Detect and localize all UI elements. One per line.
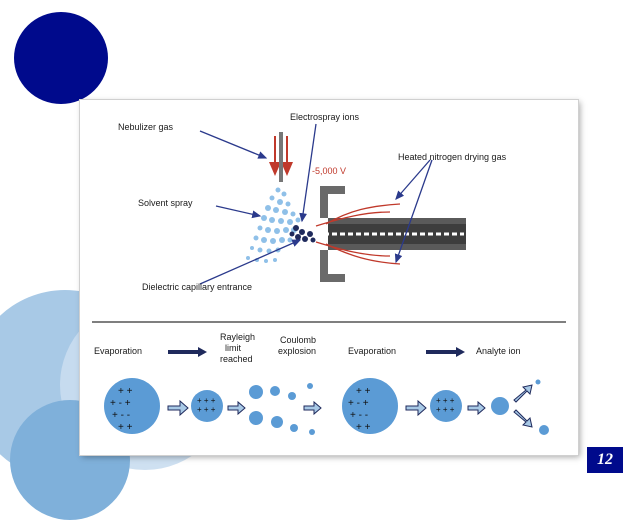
analyte-ion-label: Analyte ion	[476, 346, 521, 356]
label-pointers	[199, 123, 433, 285]
coulomb-droplets	[249, 383, 315, 435]
large-droplet-1: + + + - + + - - + +	[104, 378, 160, 434]
svg-text:+ + +: + + +	[197, 405, 216, 414]
drying-gas-flow	[315, 203, 401, 265]
page-number: 12	[587, 447, 623, 473]
evaporation-label-1: Evaporation	[94, 346, 142, 356]
analyte-ion-droplets	[535, 379, 549, 435]
rayleigh-label-line3: reached	[220, 354, 253, 364]
dielectric-capillary-label: Dielectric capillary entrance	[142, 282, 252, 292]
droplet-sequence: + + + - + + - - + + + + + + + + + + + - …	[104, 378, 549, 435]
coulomb-label-line2: explosion	[278, 346, 316, 356]
coulomb-label-line1: Coulomb	[280, 335, 316, 345]
electrospray-diagram-frame: Nebulizer gas Electrospray ions -5,000 V…	[80, 100, 578, 455]
evaporation-label-2: Evaporation	[348, 346, 396, 356]
svg-text:+ - -: + - -	[112, 410, 130, 421]
large-droplet-2: + + + - + + - - + +	[342, 378, 398, 434]
svg-text:+ - +: + - +	[110, 398, 131, 409]
small-droplet	[491, 397, 509, 415]
electrospray-diagram: Nebulizer gas Electrospray ions -5,000 V…	[92, 112, 566, 435]
rayleigh-label-line1: Rayleigh	[220, 332, 255, 342]
svg-text:+ +: + +	[356, 386, 371, 397]
medium-droplet-1: + + + + + +	[191, 390, 223, 422]
rayleigh-label-line2: limit	[225, 343, 241, 353]
svg-text:+ - -: + - -	[350, 410, 368, 421]
decorative-navy-circle	[14, 12, 108, 104]
voltage-label: -5,000 V	[312, 166, 346, 176]
nebulizer-nozzle	[269, 132, 293, 182]
svg-text:+ + +: + + +	[436, 405, 455, 414]
svg-text:+ - +: + - +	[348, 398, 369, 409]
nebulizer-gas-label: Nebulizer gas	[118, 122, 174, 132]
solvent-spray-label: Solvent spray	[138, 198, 193, 208]
svg-text:+ +: + +	[356, 422, 371, 433]
svg-text:+ + +: + + +	[197, 396, 216, 405]
medium-droplet-2: + + + + + +	[430, 390, 462, 422]
dielectric-capillary	[316, 186, 466, 282]
process-arrow-2	[426, 347, 465, 357]
svg-text:+ +: + +	[118, 422, 133, 433]
svg-text:+ + +: + + +	[436, 396, 455, 405]
process-arrow-1	[168, 347, 207, 357]
heated-nitrogen-label: Heated nitrogen drying gas	[398, 152, 507, 162]
electrospray-ions-label: Electrospray ions	[290, 112, 360, 122]
electrospray-ion-cluster	[289, 225, 316, 243]
svg-text:+ +: + +	[118, 386, 133, 397]
